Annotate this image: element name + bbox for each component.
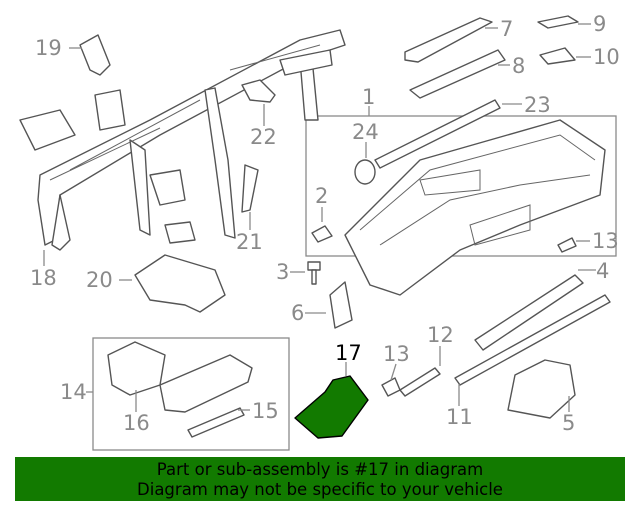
clip-part-13-lower[interactable] <box>381 377 401 397</box>
leader-lines <box>43 23 596 412</box>
bracket-part-20[interactable] <box>134 254 226 313</box>
cover-part-10[interactable] <box>539 47 576 65</box>
end-cap-part-6[interactable] <box>329 281 353 329</box>
glovebox-group-box <box>92 337 290 451</box>
dashboard-part[interactable] <box>344 119 606 296</box>
banner-line-1: Part or sub-assembly is #17 in diagram <box>156 460 484 479</box>
cluster-bezel-part-5[interactable] <box>507 359 576 419</box>
callout-20: 20 <box>86 268 113 292</box>
trim-strip-part-23[interactable] <box>374 99 501 169</box>
bracket-part-22[interactable] <box>241 79 276 103</box>
callout-24: 24 <box>352 120 379 144</box>
trim-part-4[interactable] <box>474 274 584 351</box>
callout-7: 7 <box>500 17 513 41</box>
callout-13-upper: 13 <box>592 229 619 253</box>
callout-16: 16 <box>123 411 150 435</box>
glovebox-door-part-16[interactable] <box>107 341 166 396</box>
callout-11: 11 <box>446 405 473 429</box>
trim-part-12[interactable] <box>399 367 441 397</box>
callout-14: 14 <box>60 380 87 404</box>
info-banner: Part or sub-assembly is #17 in diagram D… <box>15 457 625 501</box>
callout-12: 12 <box>427 323 454 347</box>
dashboard-group-box <box>305 115 617 257</box>
screw-part-3[interactable] <box>307 261 321 285</box>
callout-15: 15 <box>252 399 279 423</box>
callout-6: 6 <box>291 301 304 325</box>
clip-part-2[interactable] <box>311 225 333 243</box>
callout-2: 2 <box>315 184 328 208</box>
clip-part-13-upper[interactable] <box>557 237 577 253</box>
parts-diagram: 1 2 3 4 5 6 7 8 9 10 11 12 13 13 14 15 1… <box>19 12 620 451</box>
callout-4: 4 <box>596 259 609 283</box>
glovebox-part[interactable] <box>159 354 253 413</box>
callout-19: 19 <box>35 36 62 60</box>
cover-part-9[interactable] <box>537 15 579 29</box>
callout-17: 17 <box>335 341 362 365</box>
callout-9: 9 <box>593 12 606 36</box>
bracket-part-19[interactable] <box>79 34 111 76</box>
highlighted-bracket-part-17[interactable] <box>294 375 369 439</box>
banner-line-2: Diagram may not be specific to your vehi… <box>137 480 503 499</box>
callout-10: 10 <box>593 45 620 69</box>
vent-part-24[interactable] <box>354 159 376 185</box>
trim-part-7[interactable] <box>404 17 493 63</box>
callout-5: 5 <box>562 411 575 435</box>
bracket-part-21[interactable] <box>241 164 259 213</box>
panel-part-8[interactable] <box>409 49 506 99</box>
trim-part-11[interactable] <box>454 294 611 386</box>
callout-labels: 1 2 3 4 5 6 7 8 9 10 11 12 13 13 14 15 1… <box>30 12 620 435</box>
glovebox-trim-part-15[interactable] <box>187 407 245 438</box>
callout-13-lower: 13 <box>383 342 410 366</box>
callout-3: 3 <box>276 260 289 284</box>
callout-23: 23 <box>524 93 551 117</box>
callout-8: 8 <box>512 54 525 78</box>
callout-1: 1 <box>362 85 375 109</box>
callout-22: 22 <box>250 125 277 149</box>
callout-21: 21 <box>236 230 263 254</box>
cross-car-beam-part[interactable] <box>19 29 346 251</box>
callout-18: 18 <box>30 266 57 290</box>
